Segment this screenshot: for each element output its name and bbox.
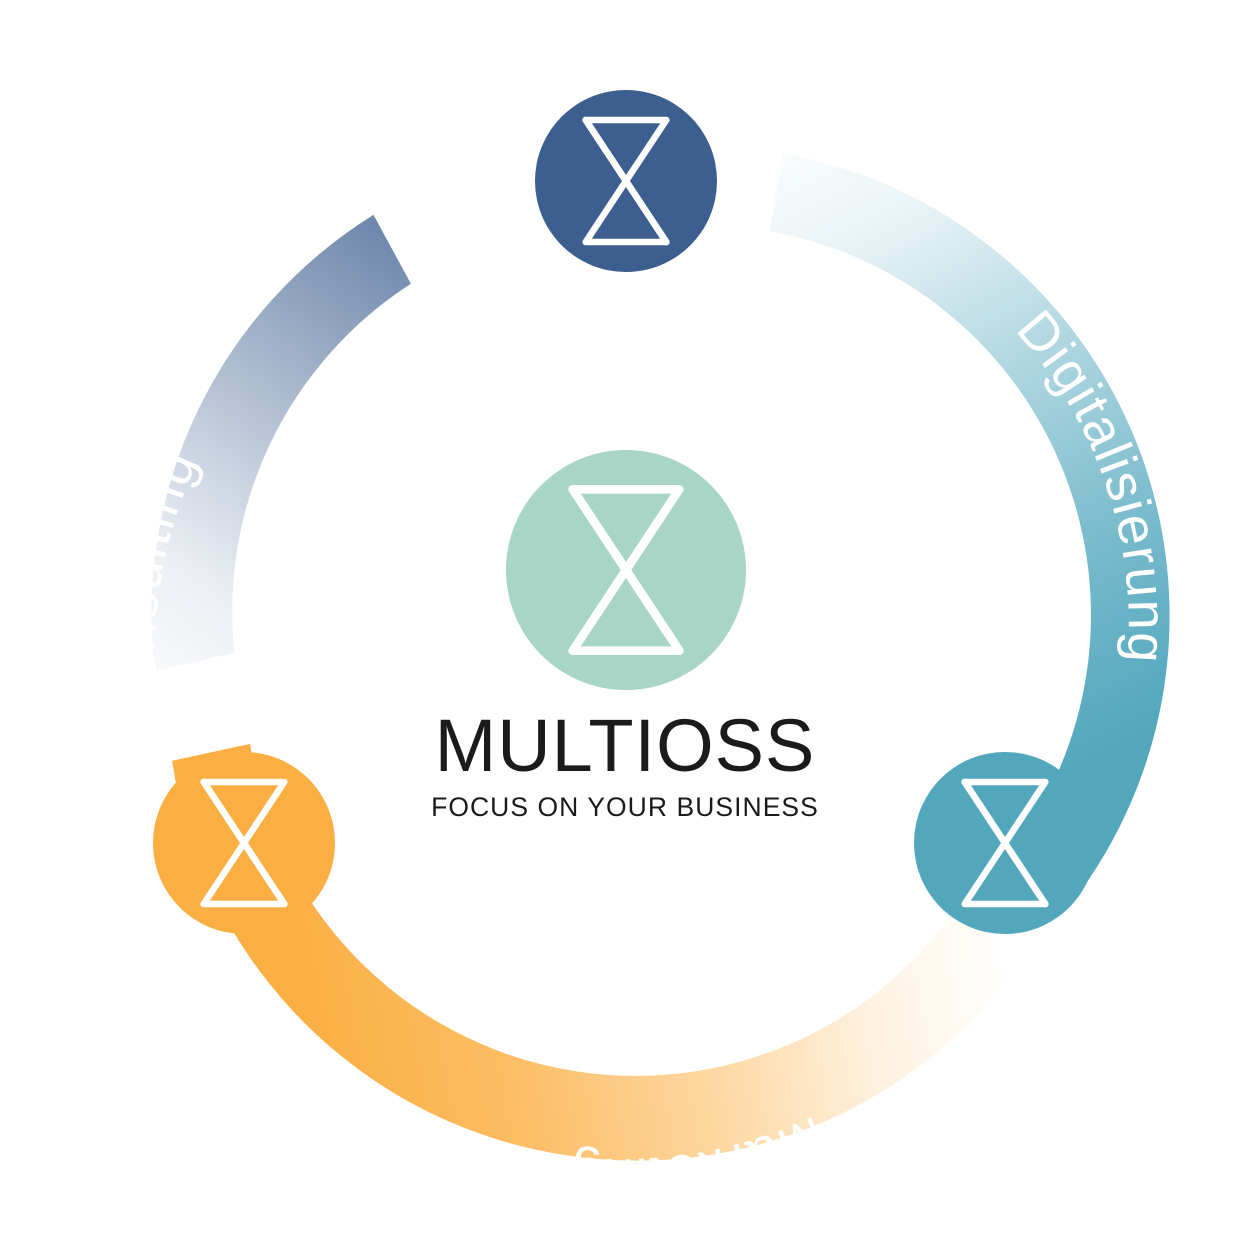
hourglass-x-icon	[200, 778, 288, 908]
brand-mark	[506, 450, 746, 690]
arc-digitalisierung[interactable]	[769, 153, 1170, 904]
arc-consulting[interactable]	[151, 214, 411, 672]
ring-arcs	[151, 153, 1170, 1161]
node-digitalisierung[interactable]	[914, 752, 1096, 934]
node-marketing[interactable]	[153, 752, 335, 934]
node-consulting[interactable]	[535, 90, 717, 272]
arc-marketing[interactable]	[172, 743, 1026, 1161]
hourglass-x-icon	[582, 116, 670, 246]
hourglass-x-icon	[568, 485, 684, 655]
hourglass-x-icon	[961, 778, 1049, 908]
